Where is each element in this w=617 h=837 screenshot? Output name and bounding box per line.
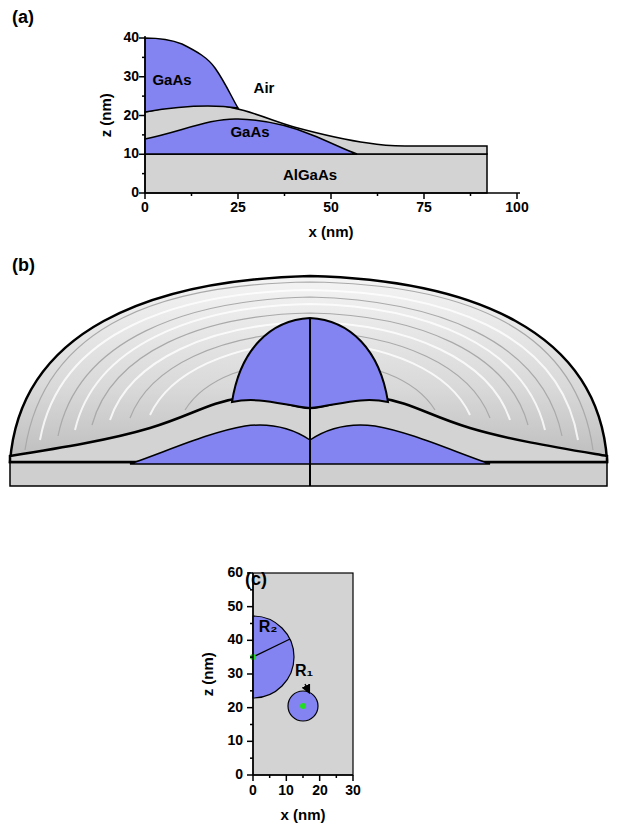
axis-tick xyxy=(250,589,253,591)
panel-letter: (a) xyxy=(12,8,34,28)
axis-tick xyxy=(237,193,239,199)
axis-tick xyxy=(250,690,253,692)
axis-tick xyxy=(252,775,254,781)
tick-label: 20 xyxy=(312,783,328,798)
material-label: Air xyxy=(254,80,275,97)
axis-tick xyxy=(250,623,253,625)
tick-label: 30 xyxy=(227,666,243,681)
tick-label: 10 xyxy=(123,146,139,161)
axis-tick xyxy=(139,192,145,194)
axis-tick xyxy=(142,95,145,97)
axis-tick xyxy=(250,656,253,658)
material-label: AlGaAs xyxy=(283,167,337,184)
axis-tick xyxy=(139,154,145,156)
axis-tick xyxy=(516,193,518,199)
axis-tick xyxy=(286,775,288,781)
tick-label: 50 xyxy=(323,200,339,215)
panel-c-model xyxy=(250,573,353,775)
axis-tick xyxy=(142,57,145,59)
axis-tick xyxy=(250,724,253,726)
tick-label: 75 xyxy=(416,200,432,215)
panel-letter: (b) xyxy=(12,256,35,276)
axis-tick xyxy=(470,193,472,196)
panel-a-axes xyxy=(139,36,520,199)
tick-label: 50 xyxy=(227,599,243,614)
axis-tick xyxy=(191,193,193,196)
tick-label: 10 xyxy=(278,783,294,798)
axis-tick xyxy=(269,775,271,778)
axis-tick xyxy=(139,76,145,78)
axis-tick xyxy=(142,173,145,175)
radius-label: R₂ xyxy=(259,618,278,636)
panel-c-axes xyxy=(247,573,353,781)
tick-label: 20 xyxy=(227,700,243,715)
axis-tick xyxy=(142,134,145,136)
axis-title: x (nm) xyxy=(309,224,354,241)
tick-label: 10 xyxy=(227,733,243,748)
tick-label: 100 xyxy=(505,200,528,215)
panel-a-cross-section xyxy=(145,38,487,193)
radius-label: R₁ xyxy=(295,662,313,680)
axis-tick xyxy=(302,775,304,778)
material-label: GaAs xyxy=(230,124,269,141)
tick-label: 20 xyxy=(123,108,139,123)
axis-tick xyxy=(139,37,145,39)
axis-tick xyxy=(319,775,321,781)
axis-tick xyxy=(250,757,253,759)
material-label: GaAs xyxy=(152,72,191,89)
tick-label: 25 xyxy=(230,200,246,215)
axis-tick xyxy=(330,193,332,199)
axis-tick xyxy=(247,741,253,743)
axis-tick xyxy=(247,707,253,709)
tick-label: 0 xyxy=(249,783,257,798)
axis-tick xyxy=(247,673,253,675)
tick-label: 40 xyxy=(227,632,243,647)
tick-label: 0 xyxy=(131,185,139,200)
tick-label: 40 xyxy=(123,30,139,45)
axis-tick xyxy=(139,115,145,117)
axis-tick xyxy=(423,193,425,199)
axis-tick xyxy=(144,193,146,199)
axis-tick xyxy=(352,775,354,781)
axis-tick xyxy=(247,606,253,608)
axis-tick xyxy=(377,193,379,196)
panel-b-3d-view xyxy=(10,276,607,486)
axis-tick xyxy=(336,775,338,778)
tick-label: 0 xyxy=(235,767,243,782)
panel-letter: (c) xyxy=(245,570,267,590)
tick-label: 0 xyxy=(141,200,149,215)
tick-label: 30 xyxy=(345,783,361,798)
axis-title: z (nm) xyxy=(98,93,115,137)
axis-tick xyxy=(247,774,253,776)
tick-label: 60 xyxy=(227,565,243,580)
axis-tick xyxy=(284,193,286,196)
axis-title: x (nm) xyxy=(281,807,326,824)
axis-title: z (nm) xyxy=(200,652,217,696)
tick-label: 30 xyxy=(123,69,139,84)
axis-tick xyxy=(247,640,253,642)
